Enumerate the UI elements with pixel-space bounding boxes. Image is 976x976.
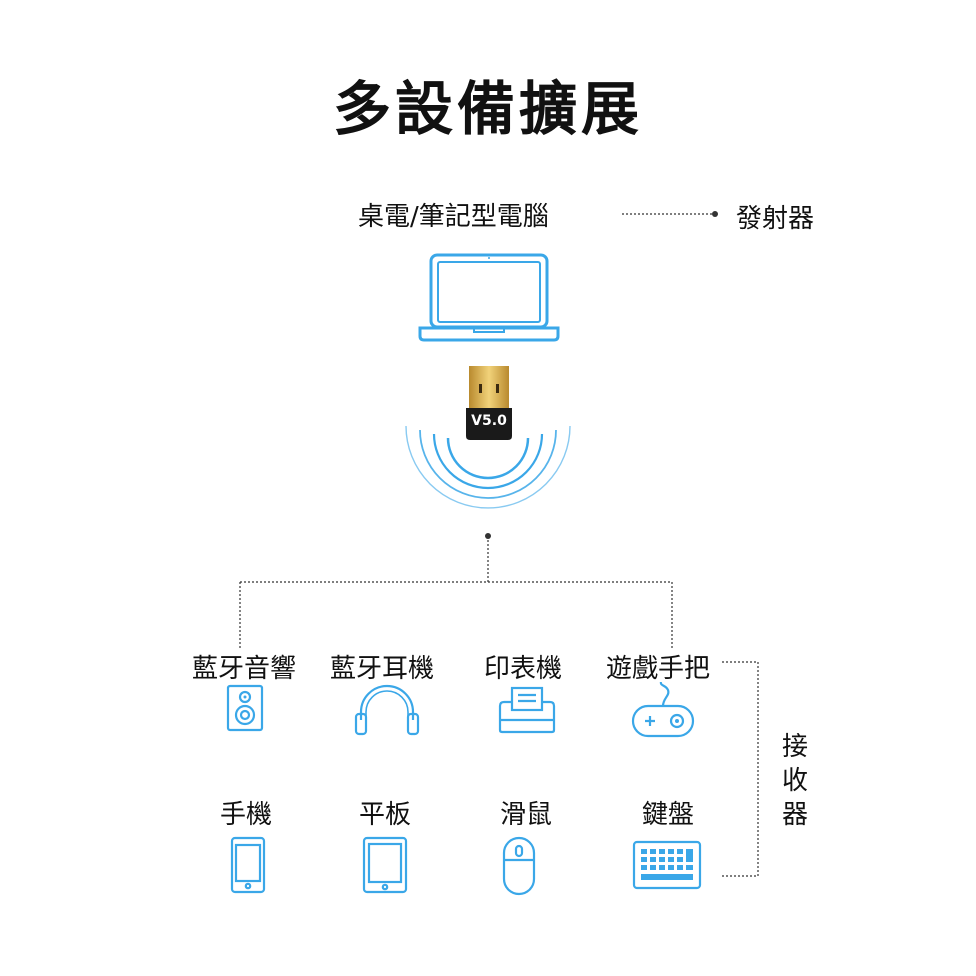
transmitter-dot — [712, 211, 718, 217]
device-label-headphones: 藍牙耳機 — [330, 654, 435, 684]
device-label-gamepad: 遊戲手把 — [606, 654, 711, 684]
receiver-label: 接收器 — [781, 732, 808, 830]
keyboard-icon — [632, 840, 702, 890]
bluetooth-adapter-icon — [462, 364, 516, 444]
device-label-mouse: 滑鼠 — [500, 800, 553, 830]
gamepad-icon — [630, 682, 696, 738]
device-label-printer: 印表機 — [484, 654, 563, 684]
phone-icon — [230, 836, 266, 894]
mouse-icon — [502, 836, 536, 896]
device-label-tablet: 平板 — [359, 800, 412, 830]
device-label-speaker: 藍牙音響 — [192, 654, 297, 684]
adapter-dot — [485, 533, 491, 539]
source-label: 桌電/筆記型電腦 — [358, 202, 549, 232]
adapter-version-label: V5.0 — [471, 413, 507, 429]
transmitter-label: 發射器 — [736, 204, 815, 234]
device-label-keyboard: 鍵盤 — [642, 800, 695, 830]
device-label-phone: 手機 — [220, 800, 273, 830]
signal-waves-icon — [398, 418, 578, 530]
tablet-icon — [362, 836, 408, 894]
laptop-icon — [418, 252, 560, 342]
speaker-icon — [226, 684, 264, 732]
printer-icon — [498, 686, 556, 734]
headphones-icon — [354, 684, 420, 736]
page-title: 多設備擴展 — [332, 75, 643, 143]
receiver-bracket — [722, 661, 759, 877]
